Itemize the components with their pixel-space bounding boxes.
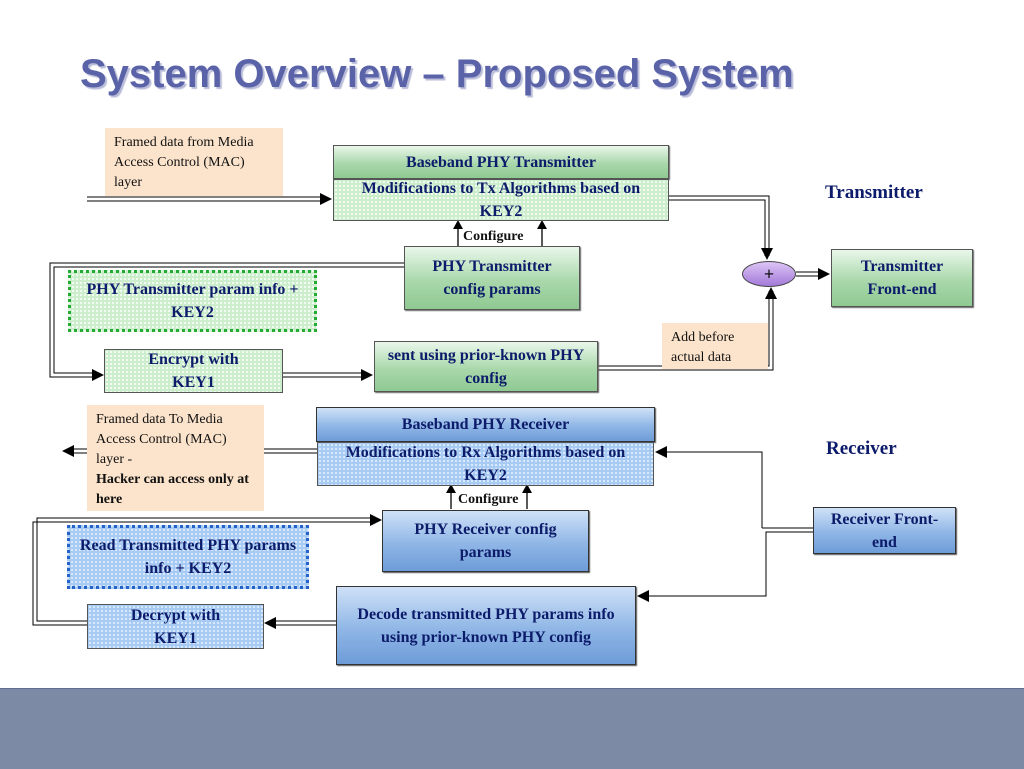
tx-encrypt-box: Encrypt with KEY1 <box>104 349 283 393</box>
rx-decode-label: Decode transmitted PHY params info using… <box>357 605 615 646</box>
rx-config-params-box: PHY Receiver config params <box>382 510 589 572</box>
tx-baseband-box: Baseband PHY Transmitter <box>333 145 669 179</box>
adder-node: + <box>742 261 796 287</box>
rx-read-info-box: Read Transmitted PHY params info + KEY2 <box>67 525 309 589</box>
tx-sent-label: sent using prior-known PHY config <box>387 346 585 387</box>
slide-footer-band <box>0 688 1024 769</box>
rx-baseband-box: Baseband PHY Receiver <box>316 407 655 442</box>
rx-mac-note: Framed data To Media Access Control (MAC… <box>87 405 264 511</box>
tx-add-note-text: Add before actual data <box>671 330 735 365</box>
rx-front-end-label: Receiver Front-end <box>830 510 939 551</box>
tx-modifications-box: Modifications to Tx Algorithms based on … <box>333 179 669 221</box>
tx-config-params-box: PHY Transmitter config params <box>404 246 580 310</box>
tx-baseband-label: Baseband PHY Transmitter <box>406 153 596 171</box>
tx-encrypt-label: Encrypt with KEY1 <box>148 351 239 391</box>
rx-decrypt-box: Decrypt with KEY1 <box>87 604 264 649</box>
rx-modifications-box: Modifications to Rx Algorithms based on … <box>317 442 654 486</box>
tx-front-end-box: Transmitter Front-end <box>831 249 973 307</box>
rx-front-end-box: Receiver Front-end <box>813 507 956 554</box>
rx-baseband-label: Baseband PHY Receiver <box>401 416 570 433</box>
rx-decode-box: Decode transmitted PHY params info using… <box>336 586 636 665</box>
tx-mac-note-text: Framed data from Media Access Control (M… <box>114 135 254 190</box>
rx-decrypt-label: Decrypt with KEY1 <box>130 606 221 647</box>
rx-modifications-label: Modifications to Rx Algorithms based on … <box>345 444 626 484</box>
tx-front-end-label: Transmitter Front-end <box>860 258 944 298</box>
slide-title: System Overview – Proposed System <box>80 52 794 96</box>
flow-connectors <box>32 193 830 629</box>
rx-config-params-label: PHY Receiver config params <box>414 521 557 561</box>
tx-modifications-label: Modifications to Tx Algorithms based on … <box>361 180 641 220</box>
adder-symbol: + <box>763 263 775 284</box>
tx-mac-note: Framed data from Media Access Control (M… <box>105 128 283 196</box>
tx-add-note: Add before actual data <box>662 323 768 369</box>
tx-section-label: Transmitter <box>825 182 923 203</box>
tx-param-info-label: PHY Transmitter param info + KEY2 <box>86 281 299 321</box>
rx-mac-note-hacker: Hacker can access only at here <box>96 472 249 507</box>
tx-config-params-label: PHY Transmitter config params <box>432 258 552 298</box>
rx-read-info-label: Read Transmitted PHY params info + KEY2 <box>79 537 297 577</box>
tx-param-info-box: PHY Transmitter param info + KEY2 <box>68 270 317 332</box>
rx-configure-label: Configure <box>458 492 519 507</box>
tx-configure-label: Configure <box>463 229 524 244</box>
tx-sent-box: sent using prior-known PHY config <box>374 341 598 392</box>
rx-section-label: Receiver <box>826 438 897 459</box>
rx-mac-note-text: Framed data To Media Access Control (MAC… <box>96 412 227 467</box>
